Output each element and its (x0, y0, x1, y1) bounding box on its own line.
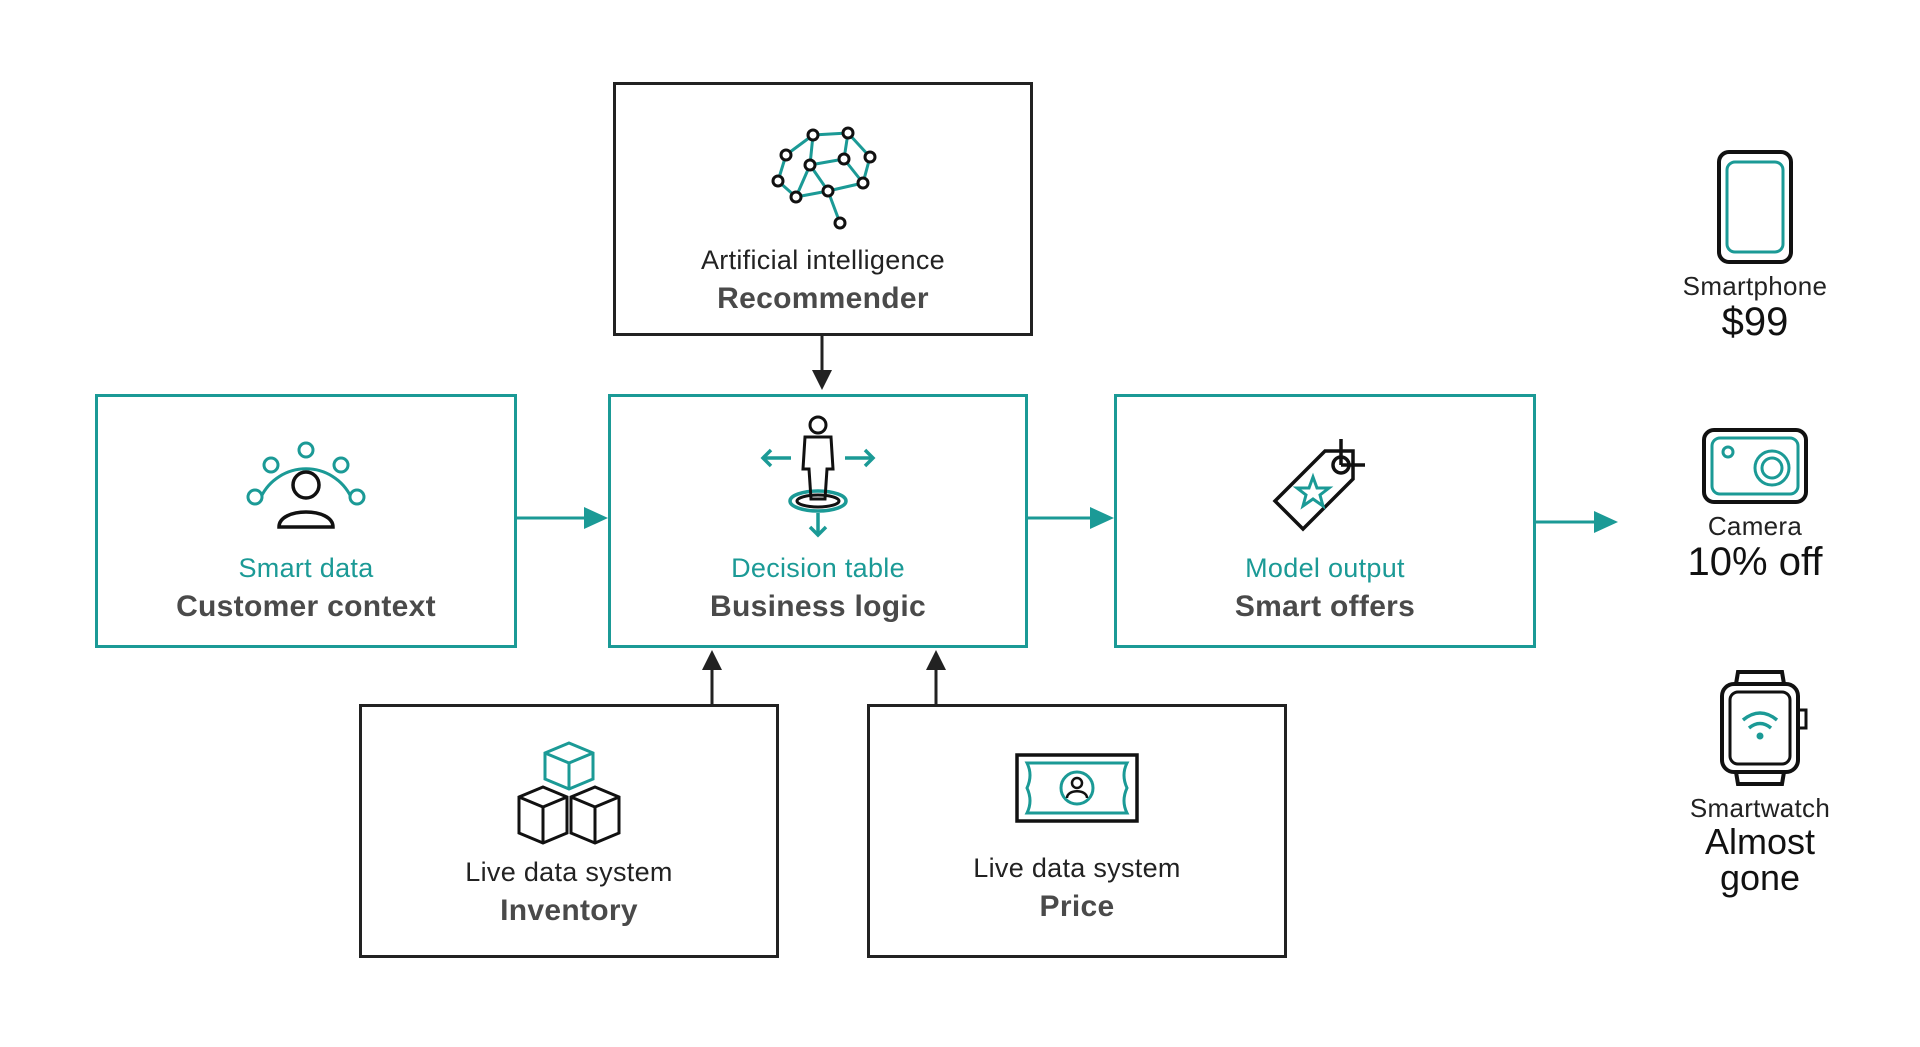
arrow-price-to-logic (926, 650, 946, 704)
smart-offers-title: Smart offers (1234, 590, 1416, 623)
smartphone-icon (1717, 150, 1793, 264)
price-subtitle: Live data system (973, 853, 1181, 883)
camera-value: 10% off (1687, 540, 1823, 584)
smart-offers-subtitle: Model output (1245, 553, 1405, 583)
arrow-context-to-logic (517, 507, 608, 529)
business-logic-subtitle: Decision table (731, 553, 905, 583)
brain-network-icon (771, 126, 877, 230)
recommender-box: Artificial intelligence Recommender (613, 82, 1033, 336)
stacked-boxes-icon (517, 741, 621, 845)
inventory-title: Inventory (500, 894, 638, 927)
product-smartphone: Smartphone $99 (1645, 148, 1865, 342)
arrow-offers-to-products (1536, 511, 1618, 533)
recommender-subtitle: Artificial intelligence (700, 245, 945, 275)
person-decision-icon (760, 415, 876, 538)
inventory-box: Live data system Inventory (359, 704, 779, 958)
customer-context-subtitle: Smart data (238, 553, 374, 583)
camera-name: Camera (1707, 511, 1803, 541)
arrow-recommender-to-logic (812, 336, 832, 390)
business-logic-box: Decision table Business logic (608, 394, 1028, 648)
price-box: Live data system Price (867, 704, 1287, 958)
smartwatch-icon (1720, 670, 1808, 786)
business-logic-title: Business logic (710, 590, 926, 623)
smartphone-value: $99 (1721, 300, 1789, 344)
recommender-title: Recommender (717, 282, 929, 315)
customer-context-title: Customer context (176, 590, 436, 623)
smartwatch-value-line2: gone (1719, 857, 1801, 898)
camera-icon (1702, 428, 1808, 504)
smart-offers-box: Model output Smart offers (1114, 394, 1536, 648)
product-smartwatch: Smartwatch Almost gone (1650, 668, 1870, 896)
arrow-inventory-to-logic (702, 650, 722, 704)
customer-context-box: Smart data Customer context (95, 394, 517, 648)
banknote-icon (1015, 753, 1139, 823)
price-title: Price (1039, 890, 1115, 923)
price-tag-star-icon (1272, 439, 1365, 532)
smartwatch-value-line1: Almost (1704, 821, 1816, 862)
inventory-subtitle: Live data system (465, 857, 673, 887)
arrow-logic-to-offers (1028, 507, 1114, 529)
product-camera: Camera 10% off (1645, 424, 1865, 582)
smartphone-name: Smartphone (1682, 271, 1828, 301)
smartwatch-name: Smartwatch (1689, 793, 1831, 823)
people-circle-icon (246, 441, 366, 529)
